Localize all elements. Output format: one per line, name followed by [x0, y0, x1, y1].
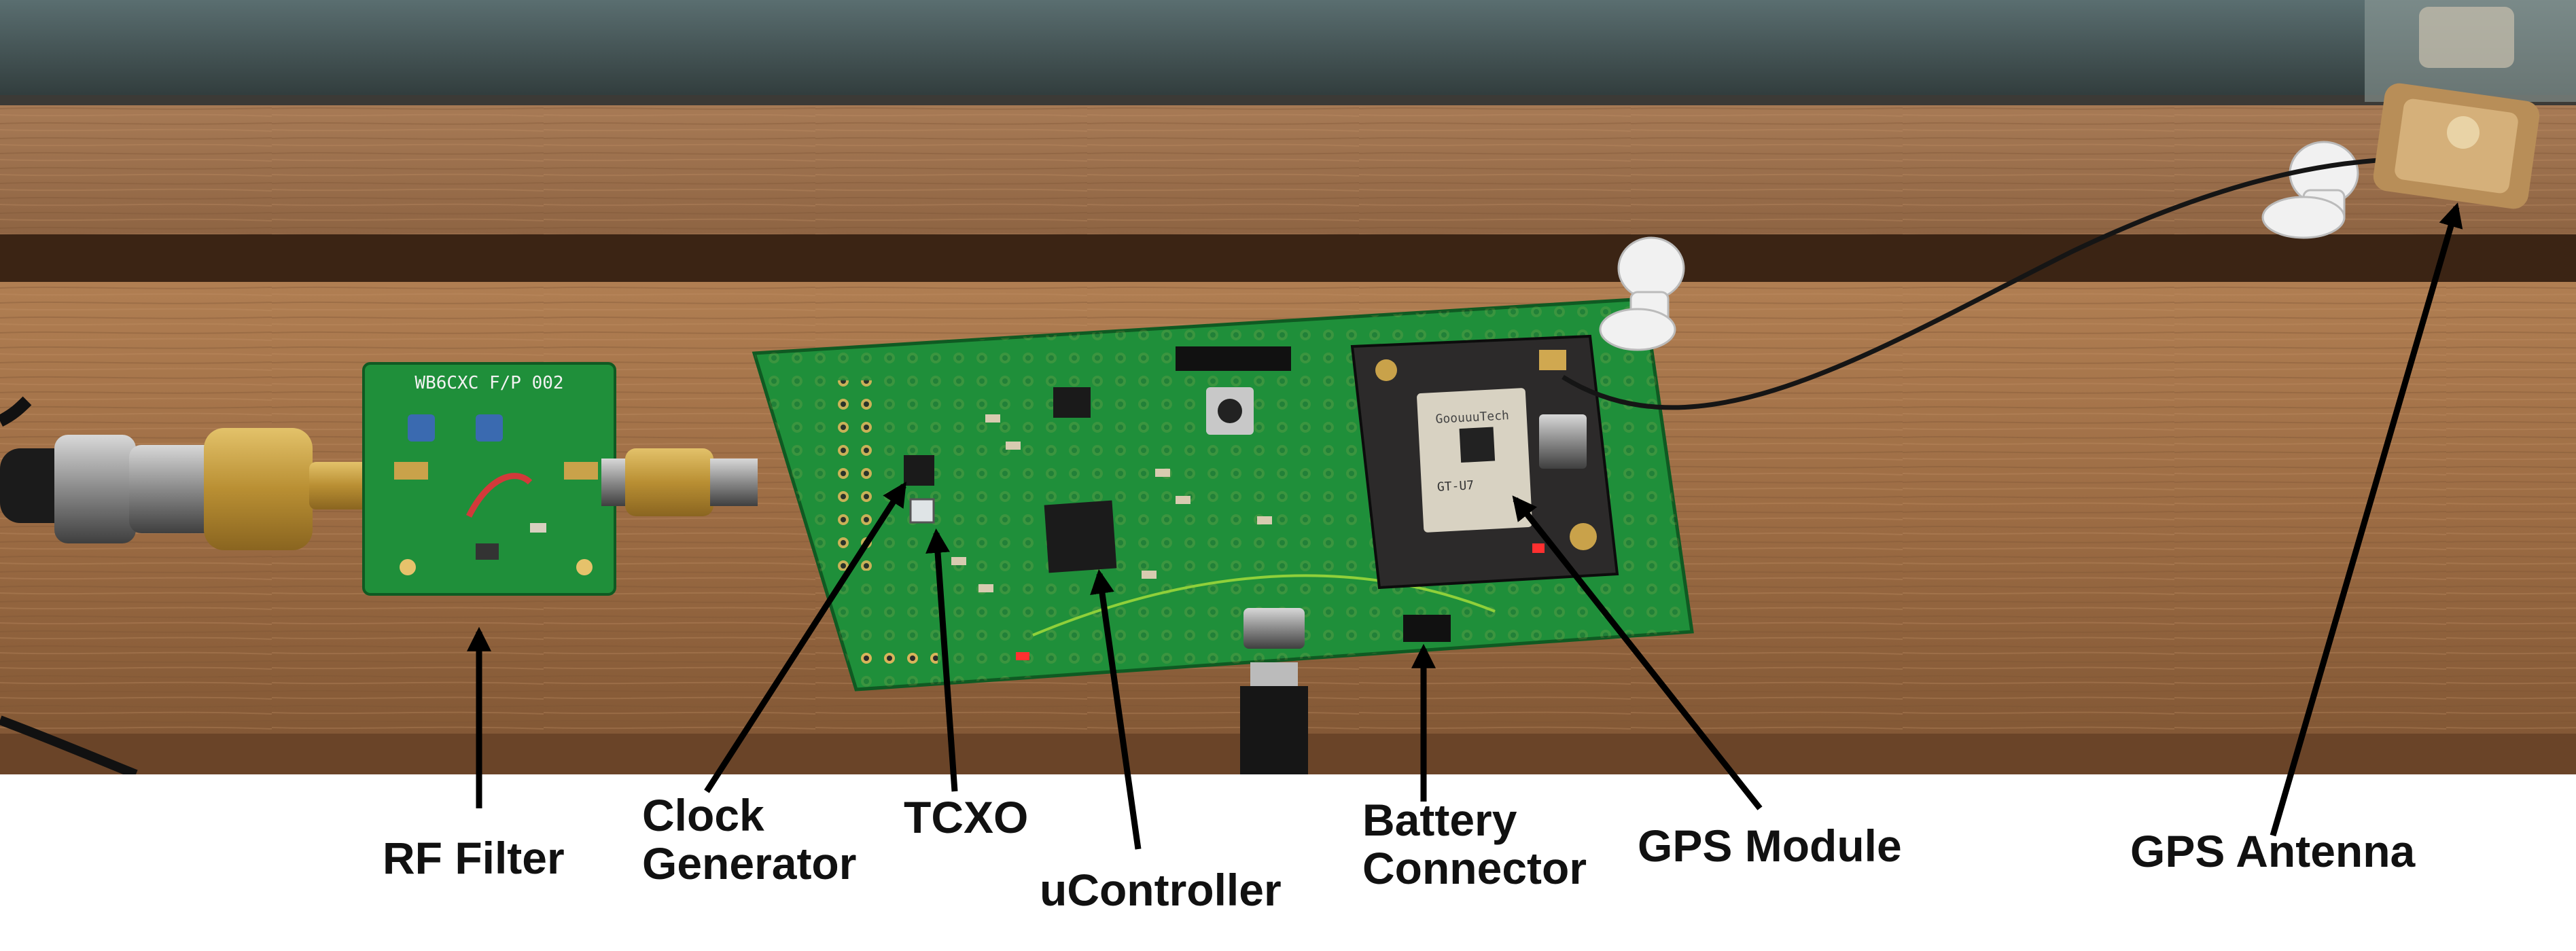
arrow-gps-antenna	[2270, 202, 2463, 837]
label-battery-connector-line1: Battery	[1362, 795, 1517, 845]
window-glass	[0, 0, 2576, 107]
label-tcxo: TCXO	[904, 792, 1029, 842]
label-clock-generator-line2: Generator	[642, 838, 857, 889]
arrow-clock-generator	[704, 481, 906, 793]
rf-filter-board: WB6CXC F/P 002	[362, 362, 616, 596]
label-battery-connector: Battery Connector	[1362, 795, 1587, 894]
usb-cable	[1240, 662, 1308, 774]
sma-connector	[601, 448, 758, 516]
label-gps-module: GPS Module	[1638, 821, 1902, 871]
label-ucontroller: uController	[1040, 865, 1282, 915]
wood-sill-upper	[0, 105, 2576, 285]
cable-left	[0, 715, 138, 779]
arrow-tcxo	[925, 528, 958, 792]
filter-silkscreen: WB6CXC F/P 002	[414, 373, 563, 393]
label-band	[0, 774, 2576, 951]
arrow-ucontroller	[1090, 569, 1142, 850]
arrow-gps-module	[1512, 495, 1763, 810]
label-clock-generator-line1: Clock	[642, 790, 764, 840]
bnc-connector	[0, 428, 377, 550]
label-rf-filter: RF Filter	[383, 833, 565, 883]
label-battery-connector-line2: Connector	[1362, 843, 1587, 894]
label-clock-generator: Clock Generator	[642, 791, 856, 889]
label-gps-antenna: GPS Antenna	[2130, 826, 2416, 876]
gps-model-text: GT-U7	[1436, 478, 1474, 495]
push-pin	[1599, 141, 2359, 351]
gps-module-photo: GoouuuTech GT-U7	[1350, 334, 1619, 590]
gps-antenna-photo	[1562, 83, 2540, 410]
